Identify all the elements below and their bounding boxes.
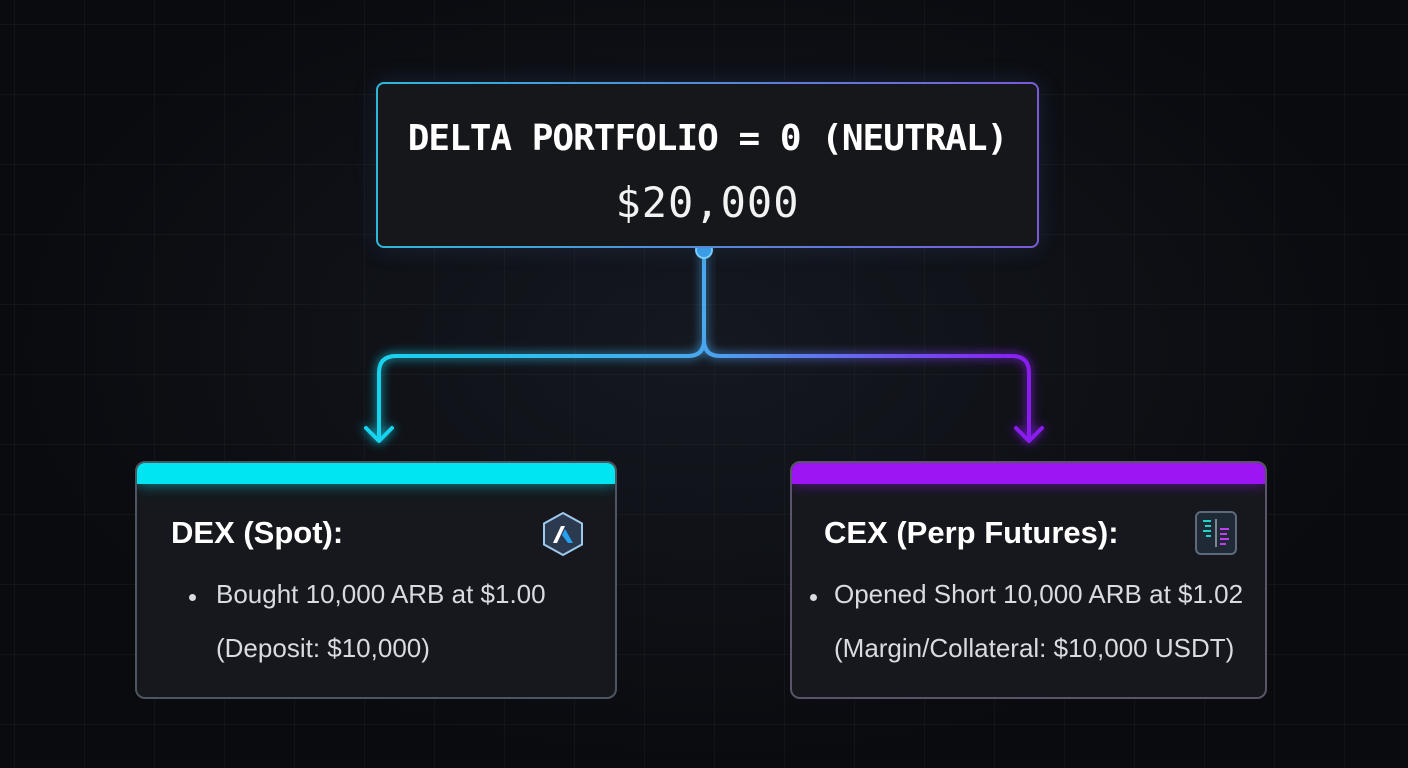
- left-arrowhead: [364, 426, 394, 443]
- cex-bullet-dot: [810, 594, 817, 601]
- portfolio-amount: $20,000: [615, 178, 800, 227]
- arbitrum-logo-icon: [540, 511, 586, 557]
- cex-card-title: CEX (Perp Futures):: [824, 515, 1119, 550]
- cex-trade-text: Opened Short 10,000 ARB at $1.02: [834, 579, 1244, 609]
- dex-card-title: DEX (Spot):: [171, 515, 344, 550]
- dex-accent-bar: [137, 463, 615, 484]
- dex-spot-card: DEX (Spot): Bought 10,000 ARB at $1.00 (…: [135, 461, 617, 699]
- right-arrowhead: [1014, 426, 1044, 443]
- dex-trade-text: Bought 10,000 ARB at $1.00: [216, 579, 546, 609]
- left-branch-line: [377, 354, 690, 440]
- cex-margin-text: (Margin/Collateral: $10,000 USDT): [834, 633, 1235, 663]
- dex-bullet-dot: [189, 594, 196, 601]
- cex-accent-bar: [792, 463, 1265, 484]
- stem-line: [686, 250, 706, 358]
- portfolio-title: DELTA PORTFOLIO = 0 (NEUTRAL): [407, 118, 1009, 159]
- dex-deposit-text: (Deposit: $10,000): [216, 633, 430, 663]
- portfolio-summary-box: DELTA PORTFOLIO = 0 (NEUTRAL) $20,000: [376, 82, 1039, 248]
- cex-perp-card: CEX (Perp Futures): Opened Short 10,000 …: [790, 461, 1267, 699]
- right-branch-line: [702, 338, 1031, 440]
- orderbook-icon: [1195, 511, 1237, 555]
